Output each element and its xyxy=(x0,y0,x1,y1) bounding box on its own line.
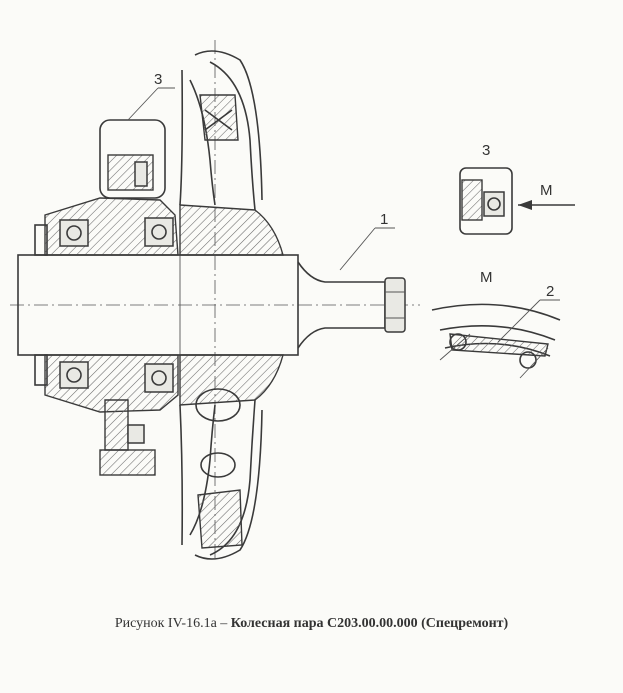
callout-2-label: 2 xyxy=(546,283,554,300)
wheel-rim-top xyxy=(179,50,263,206)
axle-end-nut xyxy=(384,277,406,333)
detail-3-view: 3 М xyxy=(459,142,575,235)
callout-1-leader xyxy=(339,227,376,271)
callout-3-leader xyxy=(127,87,159,121)
wheel-hub xyxy=(179,204,284,256)
figure-caption: Рисунок IV-16.1а – Колесная пара С203.00… xyxy=(0,616,623,632)
bearing-housing-top xyxy=(34,119,179,256)
detail-m-arrow-label: М xyxy=(540,182,553,199)
caption-prefix: Рисунок IV-16.1а – xyxy=(114,616,228,631)
caption-title: Колесная пара С203.00.00.000 (Спецремонт… xyxy=(230,616,509,631)
detail-m-view: М 2 xyxy=(431,269,561,379)
callout-1-label: 1 xyxy=(380,211,388,228)
wheelset-drawing: 3 1 3 М М 2 xyxy=(10,40,575,560)
callout-2-leader xyxy=(497,299,541,343)
detail-3-title: 3 xyxy=(482,142,490,159)
detail-m-title: М xyxy=(480,269,493,286)
callout-3-label: 3 xyxy=(154,71,162,88)
bearing-housing-bottom xyxy=(34,354,179,476)
wheel-rim-bottom xyxy=(179,388,263,560)
